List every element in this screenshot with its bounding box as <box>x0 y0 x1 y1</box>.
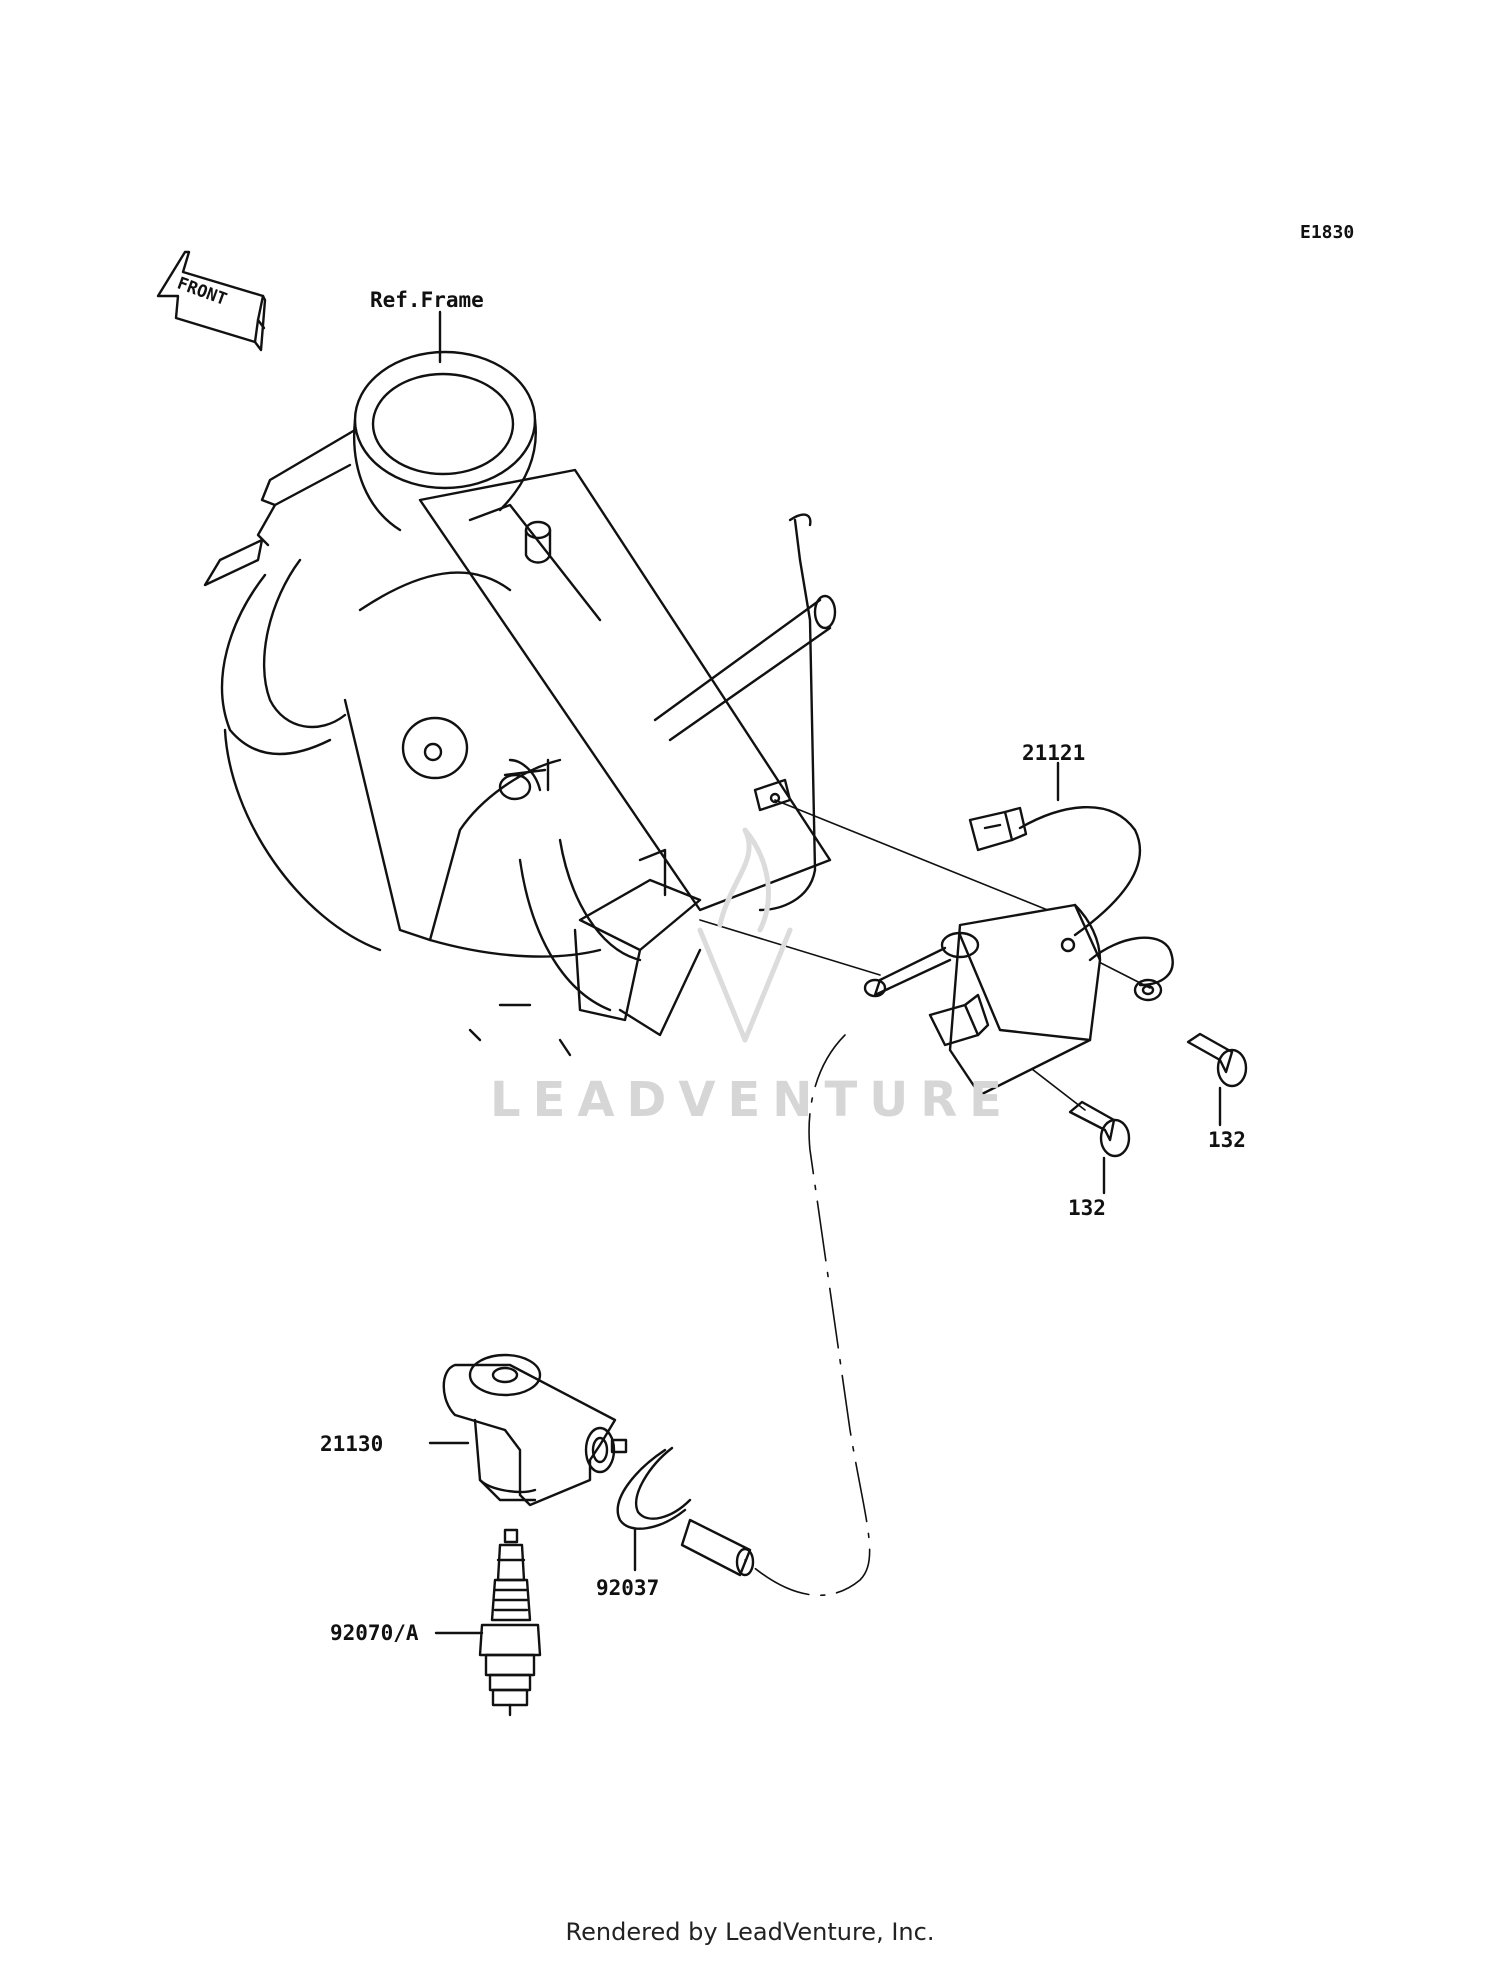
part-21130-label[interactable]: 21130 <box>320 1432 384 1456</box>
watermark-text: LEADVENTURE <box>490 1072 1014 1128</box>
ground-wire <box>1088 936 1174 1002</box>
coil-wire-lead <box>968 761 1142 937</box>
bolt-132-lower-drawing <box>1068 1100 1131 1195</box>
clamp-92037-drawing <box>610 1438 692 1572</box>
spark-plug-drawing <box>434 1528 542 1717</box>
part-132-label-lower[interactable]: 132 <box>1068 1196 1106 1220</box>
part-92037-label[interactable]: 92037 <box>596 1576 660 1600</box>
part-92070a-label[interactable]: 92070/A <box>330 1621 419 1645</box>
high-tension-cable <box>744 1034 871 1597</box>
cable-end-drawing <box>680 1518 755 1577</box>
part-132-label-upper[interactable]: 132 <box>1208 1128 1246 1152</box>
spark-plug-cap-drawing <box>428 1353 617 1507</box>
front-arrow-icon: FRONT <box>156 250 267 352</box>
part-21121-label[interactable]: 21121 <box>1022 741 1086 765</box>
bolt-132-upper-drawing <box>1186 1032 1248 1127</box>
ref-frame-label: Ref.Frame <box>370 288 484 312</box>
diagram-code: E1830 <box>1300 222 1355 243</box>
footer-credit: Rendered by LeadVenture, Inc. <box>565 1918 935 1946</box>
ignition-coil-drawing <box>863 903 1102 1097</box>
watermark-logo-icon <box>697 827 793 1043</box>
frame-drawing <box>203 350 837 1057</box>
